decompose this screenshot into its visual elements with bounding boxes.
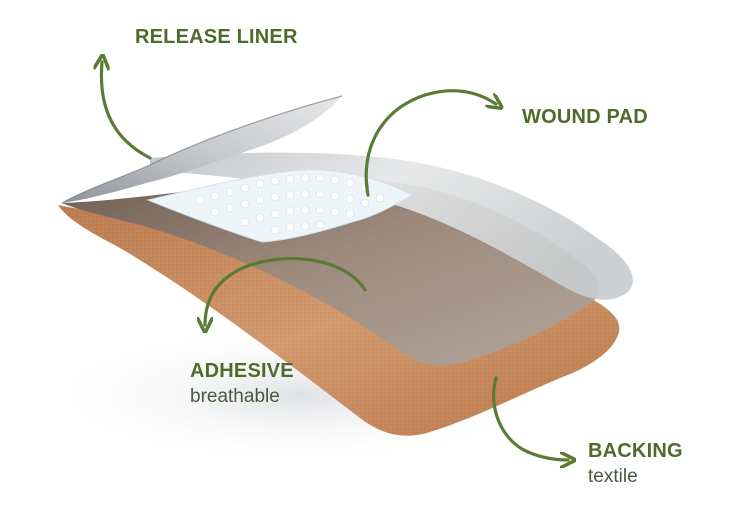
curved-arrow-icon [491, 376, 568, 460]
wound-pad [146, 169, 414, 243]
backing-sublabel: textile [588, 466, 638, 487]
adhesive-sublabel: breathable [190, 386, 280, 407]
curved-arrow-icon [101, 62, 152, 160]
curved-arrow-icon [364, 89, 496, 197]
release-liner-flap [62, 96, 342, 203]
release-liner-label: RELEASE LINER [135, 26, 298, 48]
curved-arrow-icon [205, 256, 367, 325]
wound-pad-label: WOUND PAD [522, 106, 648, 128]
adhesive-label: ADHESIVE [190, 360, 294, 382]
backing-label: BACKING [588, 440, 683, 462]
